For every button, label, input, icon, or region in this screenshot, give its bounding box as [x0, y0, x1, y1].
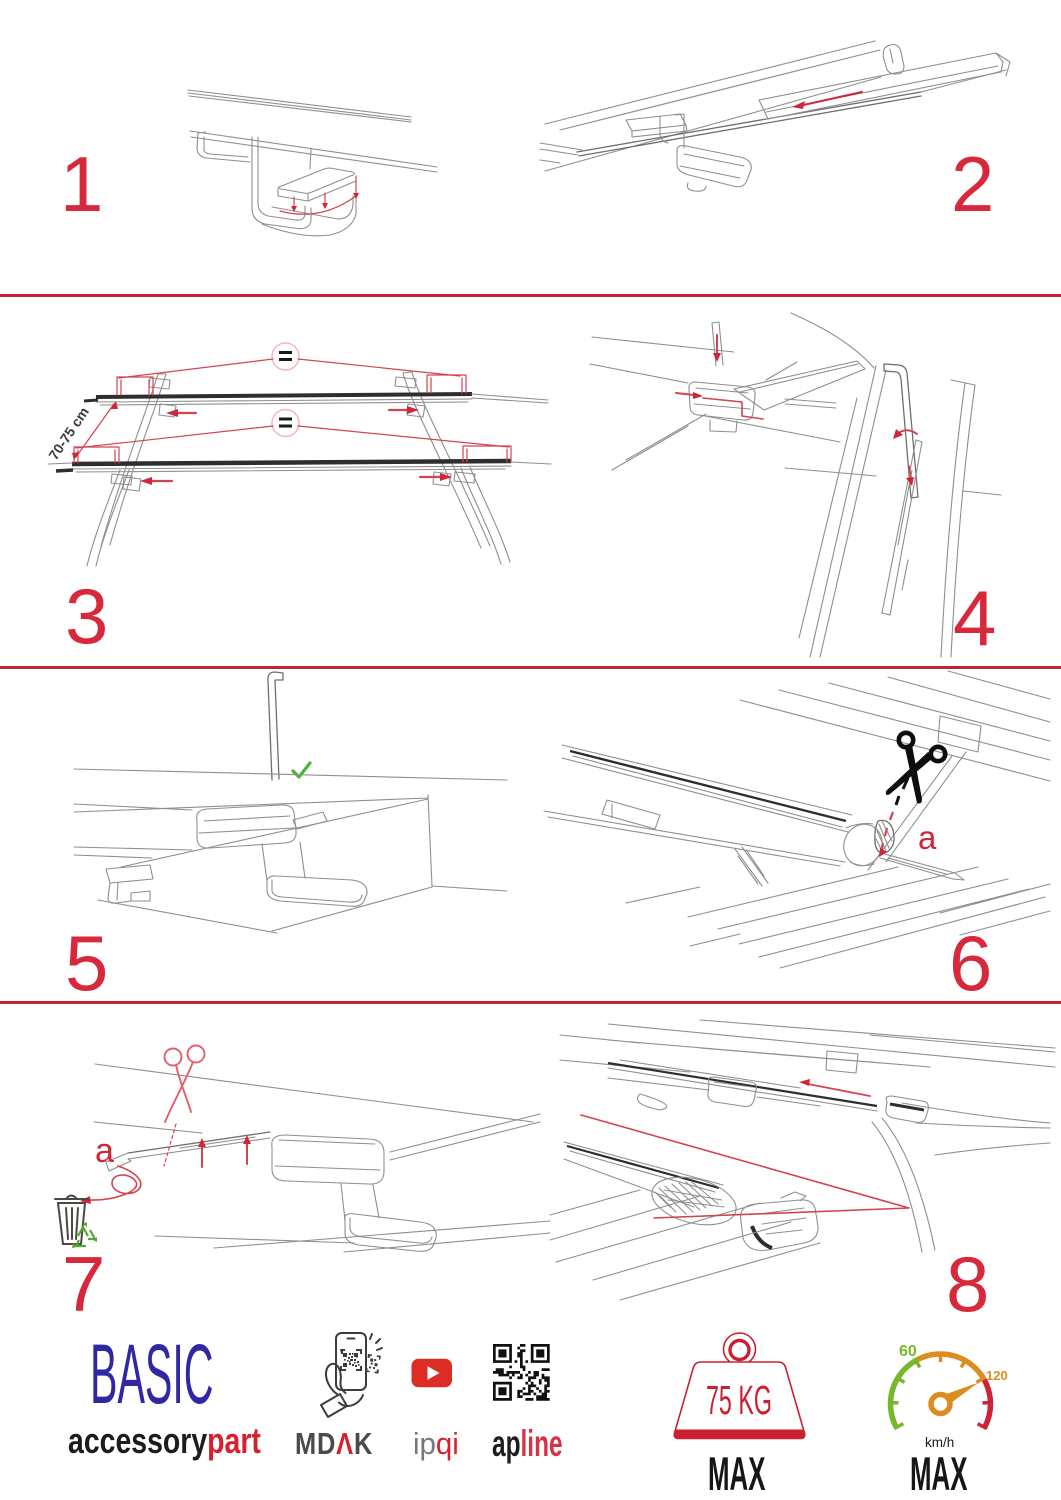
svg-text:60: 60 — [899, 1343, 917, 1360]
svg-text:120: 120 — [986, 1368, 1008, 1383]
svg-text:a: a — [95, 1132, 114, 1170]
svg-text:km/h: km/h — [925, 1435, 954, 1450]
svg-text:a: a — [918, 819, 937, 856]
svg-text:70-75 cm: 70-75 cm — [45, 404, 92, 463]
